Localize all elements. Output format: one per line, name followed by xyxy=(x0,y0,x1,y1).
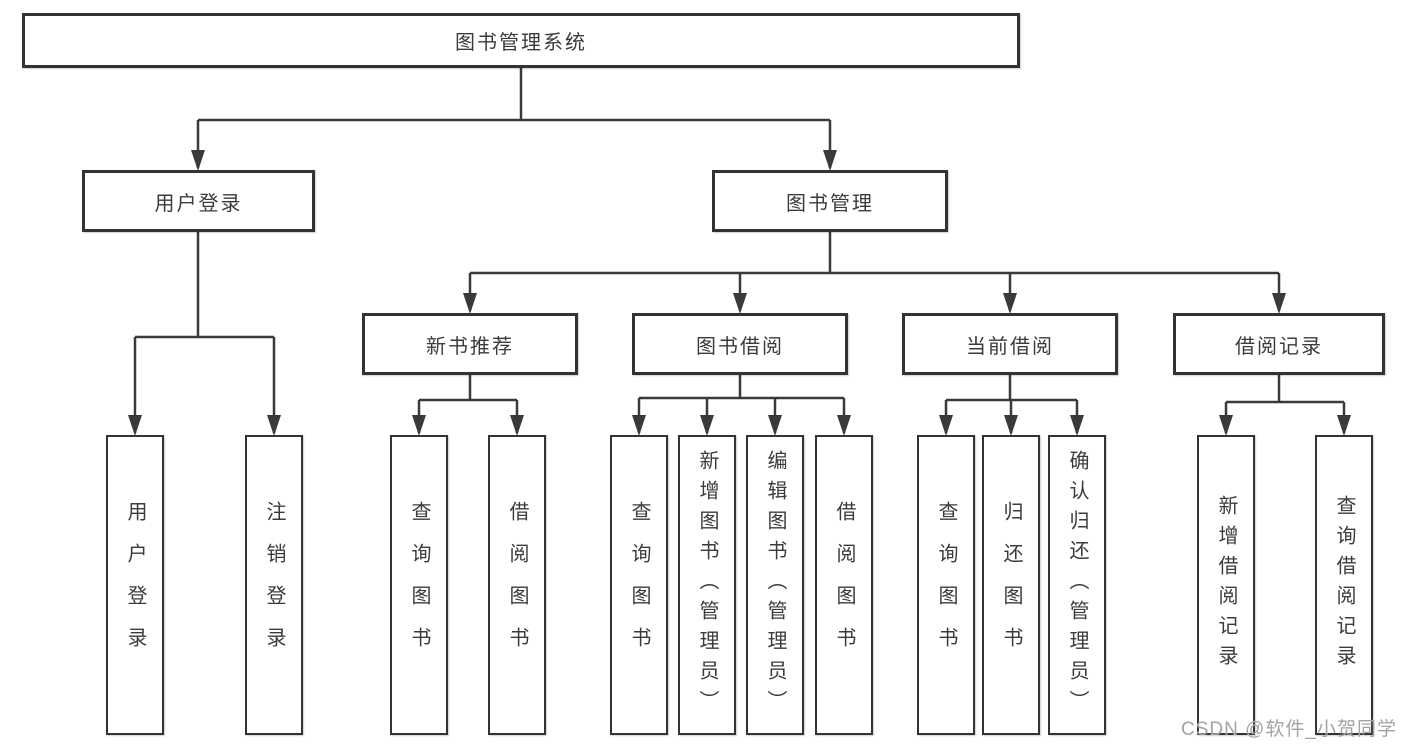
leaf-label: 借阅图书 xyxy=(506,501,528,669)
node-root-library-system: 图书管理系统 xyxy=(22,13,1020,68)
leaf-label: 归还图书 xyxy=(1000,501,1022,669)
leaf-label: 新增借阅记录 xyxy=(1215,495,1237,675)
leaf-query-books-current: 查询图书 xyxy=(917,435,975,735)
connector-book-management xyxy=(468,232,1281,311)
node-label: 图书管理系统 xyxy=(455,32,587,54)
leaf-query-books-borrow: 查询图书 xyxy=(610,435,668,735)
node-label: 图书借阅 xyxy=(696,335,784,358)
leaf-label: 查询图书 xyxy=(935,501,957,669)
leaf-logout: 注销登录 xyxy=(245,435,303,735)
leaf-add-borrow-record: 新增借阅记录 xyxy=(1197,435,1255,735)
leaf-confirm-return-admin: 确认归还（管理员） xyxy=(1048,435,1106,735)
node-label: 图书管理 xyxy=(786,192,874,215)
connector-book-borrow xyxy=(637,375,846,433)
node-user-login: 用户登录 xyxy=(82,170,315,232)
leaf-label: 查询图书 xyxy=(628,501,650,669)
connector-user-login xyxy=(133,232,276,433)
connector-new-book xyxy=(417,375,519,433)
leaf-query-books-recommend: 查询图书 xyxy=(390,435,448,735)
leaf-label: 借阅图书 xyxy=(833,501,855,669)
connector-root xyxy=(196,68,832,168)
node-current-borrowing: 当前借阅 xyxy=(902,313,1118,375)
node-book-management: 图书管理 xyxy=(712,170,948,232)
leaf-label: 查询图书 xyxy=(408,501,430,669)
node-label: 用户登录 xyxy=(154,192,243,215)
leaf-add-books-admin: 新增图书（管理员） xyxy=(678,435,736,735)
leaf-edit-books-admin: 编辑图书（管理员） xyxy=(746,435,804,735)
leaf-label: 用户登录 xyxy=(124,501,146,669)
leaf-query-borrow-record: 查询借阅记录 xyxy=(1315,435,1373,735)
node-label: 借阅记录 xyxy=(1235,335,1323,358)
leaf-label: 确认归还（管理员） xyxy=(1066,450,1088,720)
leaf-label: 查询借阅记录 xyxy=(1333,495,1355,675)
leaf-return-books: 归还图书 xyxy=(982,435,1040,735)
node-new-book-recommend: 新书推荐 xyxy=(362,313,578,375)
leaf-label: 编辑图书（管理员） xyxy=(764,450,786,720)
node-label: 当前借阅 xyxy=(966,335,1054,358)
csdn-watermark: CSDN @软件_小贺同学 xyxy=(1181,719,1397,740)
leaf-borrow-books: 借阅图书 xyxy=(815,435,873,735)
arrowheads xyxy=(128,150,1351,436)
node-borrowing-records: 借阅记录 xyxy=(1173,313,1385,375)
connector-borrow-records xyxy=(1224,375,1346,433)
leaf-borrow-books-recommend: 借阅图书 xyxy=(488,435,546,735)
node-book-borrowing: 图书借阅 xyxy=(632,313,848,375)
leaf-label: 新增图书（管理员） xyxy=(696,450,718,720)
leaf-user-login: 用户登录 xyxy=(106,435,164,735)
node-label: 新书推荐 xyxy=(426,335,514,358)
leaf-label: 注销登录 xyxy=(263,501,285,669)
